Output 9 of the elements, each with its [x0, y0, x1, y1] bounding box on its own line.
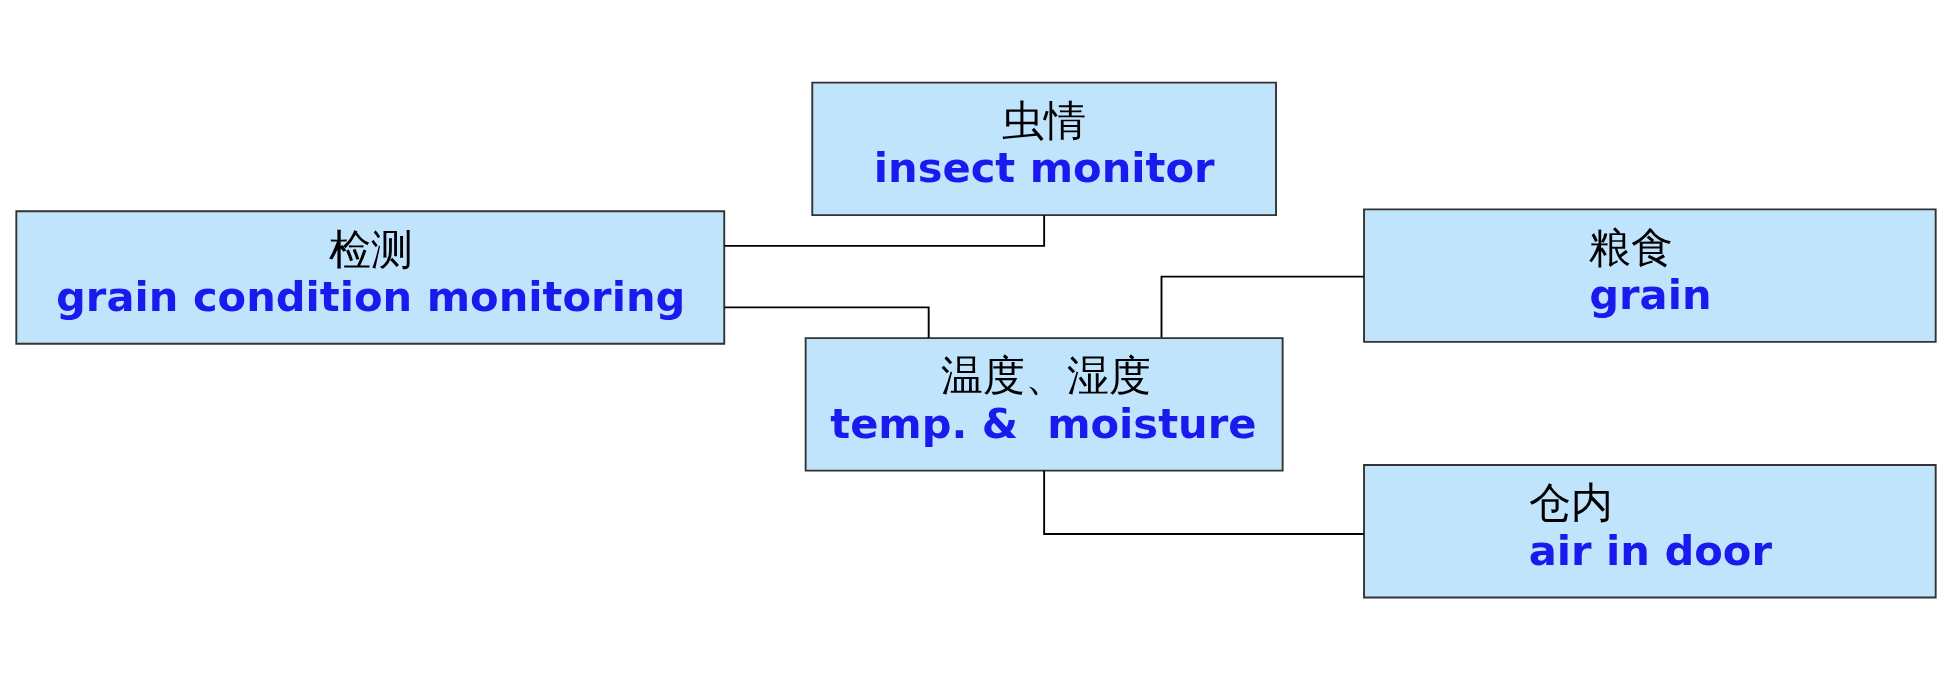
node-box: 仓内 air in door — [1363, 463, 1937, 598]
node-box: 虫情 insect monitor — [811, 81, 1277, 216]
node-box: 温度、湿度 temp. & moisture — [804, 336, 1284, 472]
connector — [1043, 469, 1365, 535]
node-box: 粮食 grain — [1363, 207, 1937, 343]
connector — [723, 213, 1046, 247]
connector — [723, 305, 930, 339]
node-box: 检测 grain condition monitoring — [15, 209, 726, 345]
connector — [1160, 275, 1365, 338]
